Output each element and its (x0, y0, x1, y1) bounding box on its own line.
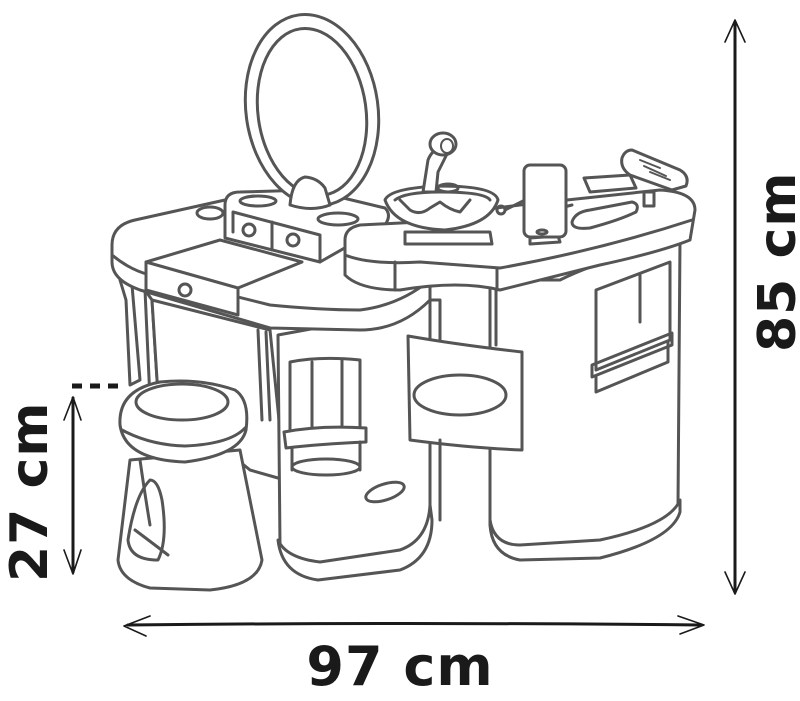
stool (116, 379, 264, 592)
height-label: 85 cm (748, 171, 800, 352)
towel-panel (406, 288, 524, 522)
dimension-stool-27 (63, 383, 126, 575)
comb-slot (570, 200, 639, 230)
card-payment-terminal (582, 148, 689, 208)
phone-on-stand (503, 163, 574, 246)
dimension-height-85 (724, 19, 746, 595)
dimension-width-97 (123, 615, 705, 637)
right-cabinet (488, 238, 682, 562)
stool-height-label: 27 cm (0, 401, 60, 582)
shampoo-basin (383, 182, 500, 246)
oval-mirror (243, 12, 381, 210)
width-label: 97 cm (306, 635, 494, 698)
shower-head (421, 131, 458, 194)
left-cabinet (118, 278, 434, 582)
